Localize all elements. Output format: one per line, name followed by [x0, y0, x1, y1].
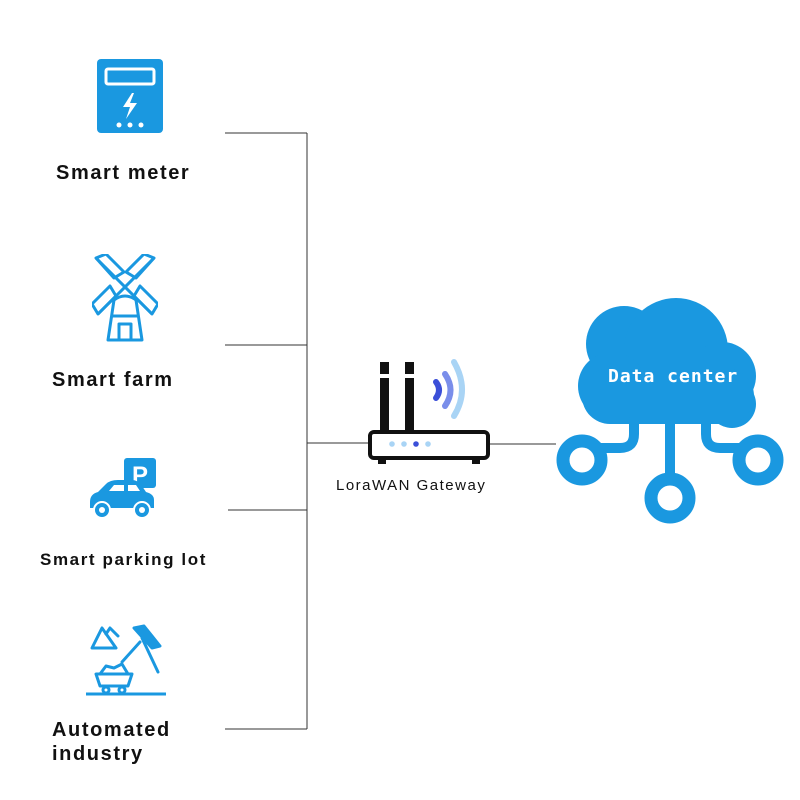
windmill-icon	[90, 252, 160, 349]
label-automated-industry-line2: industry	[52, 743, 144, 765]
label-smart-parking: Smart parking lot	[40, 550, 208, 569]
smart-meter-icon	[97, 59, 163, 138]
label-smart-farm: Smart farm	[52, 369, 174, 391]
label-gateway: LoraWAN Gateway	[336, 477, 487, 494]
parking-car-icon: P	[86, 458, 158, 527]
label-smart-meter: Smart meter	[56, 162, 191, 184]
label-data-center: Data center	[608, 366, 739, 387]
router-icon	[366, 354, 494, 471]
label-automated-industry: Automated industry	[52, 718, 171, 766]
label-automated-industry-line1: Automated	[52, 719, 171, 741]
mining-cart-icon	[84, 624, 168, 703]
cloud-network-icon	[554, 296, 786, 537]
